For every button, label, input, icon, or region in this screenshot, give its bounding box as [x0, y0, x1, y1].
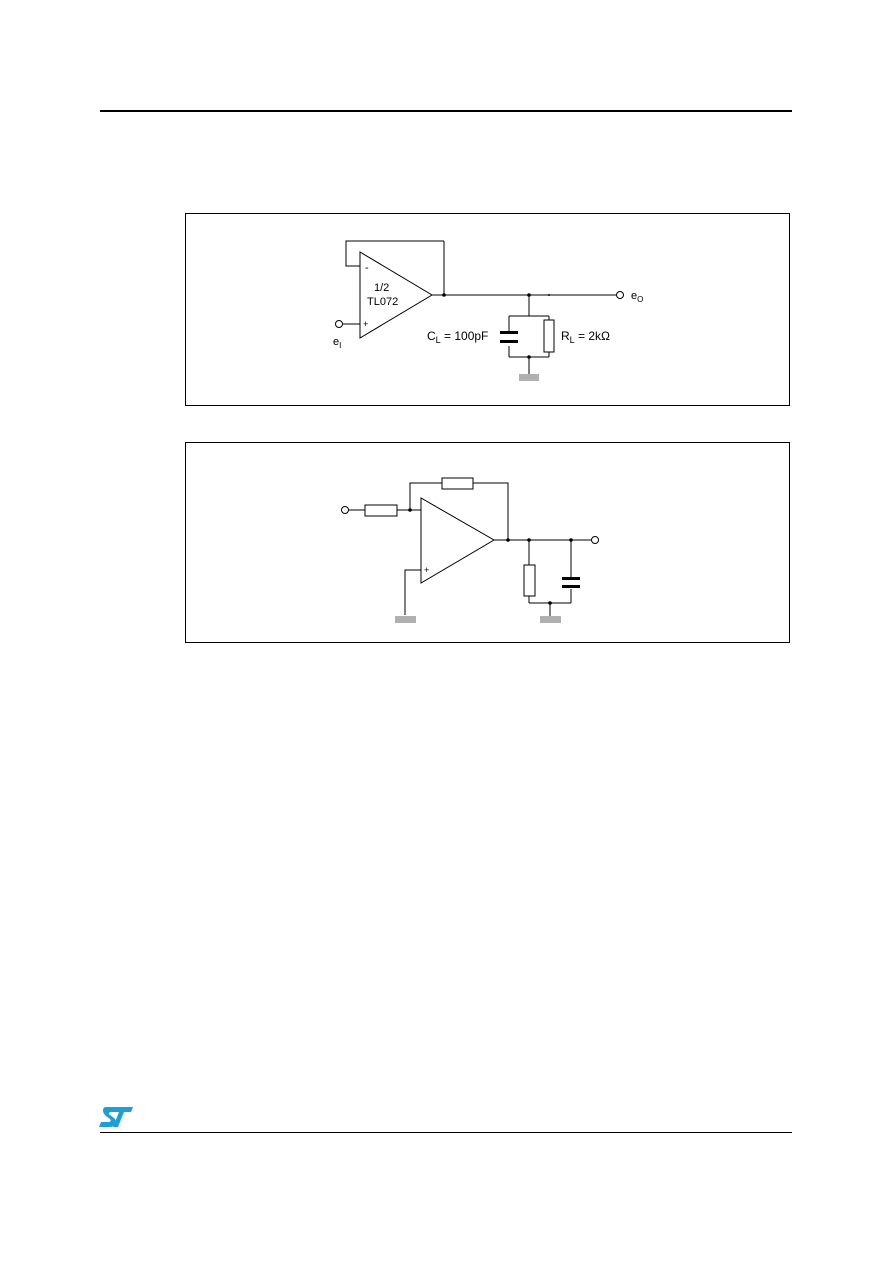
resistor-label: RL = 2kΩ [561, 329, 610, 345]
opamp-triangle [359, 251, 433, 339]
ground-symbol-input [395, 616, 416, 623]
figure-inverting-amplifier: + [185, 442, 790, 643]
schematic-voltage-follower: - + 1/2 TL072 eI eO CL = 100pF RL = 2kΩ [333, 240, 643, 381]
load-capacitor-plate-top [562, 577, 580, 580]
noninverting-sign: + [363, 319, 368, 329]
output-label: eO [631, 290, 643, 304]
input-terminal [341, 506, 349, 514]
load-capacitor-plate-top [500, 331, 518, 334]
footer-rule [100, 1132, 792, 1133]
ground-symbol [519, 374, 539, 381]
feedback-wire [345, 240, 444, 267]
input-label: eI [333, 336, 341, 350]
input-terminal [335, 320, 343, 328]
st-logo-icon [99, 1107, 133, 1127]
opamp-triangle [420, 497, 495, 584]
ground-symbol-output [540, 616, 561, 623]
load-resistor [543, 319, 555, 353]
header-rule [100, 110, 792, 112]
load-capacitor-plate-bottom [562, 585, 580, 588]
feedback-resistor [441, 477, 474, 490]
feedback-wire [409, 482, 442, 510]
output-terminal [616, 291, 624, 299]
output-terminal [591, 536, 599, 544]
capacitor-label: CL = 100pF [427, 329, 488, 345]
load-resistor [523, 564, 536, 597]
inverting-sign: - [365, 262, 369, 274]
input-resistor [364, 504, 398, 517]
opamp-label-fraction: 1/2 [374, 282, 389, 294]
figure-voltage-follower: - + 1/2 TL072 eI eO CL = 100pF RL = 2kΩ [185, 213, 790, 406]
load-capacitor-plate-bottom [500, 340, 518, 343]
opamp-label-part: TL072 [367, 296, 398, 308]
schematic-inverting-amplifier: + [341, 477, 599, 623]
noninverting-sign: + [424, 565, 429, 575]
